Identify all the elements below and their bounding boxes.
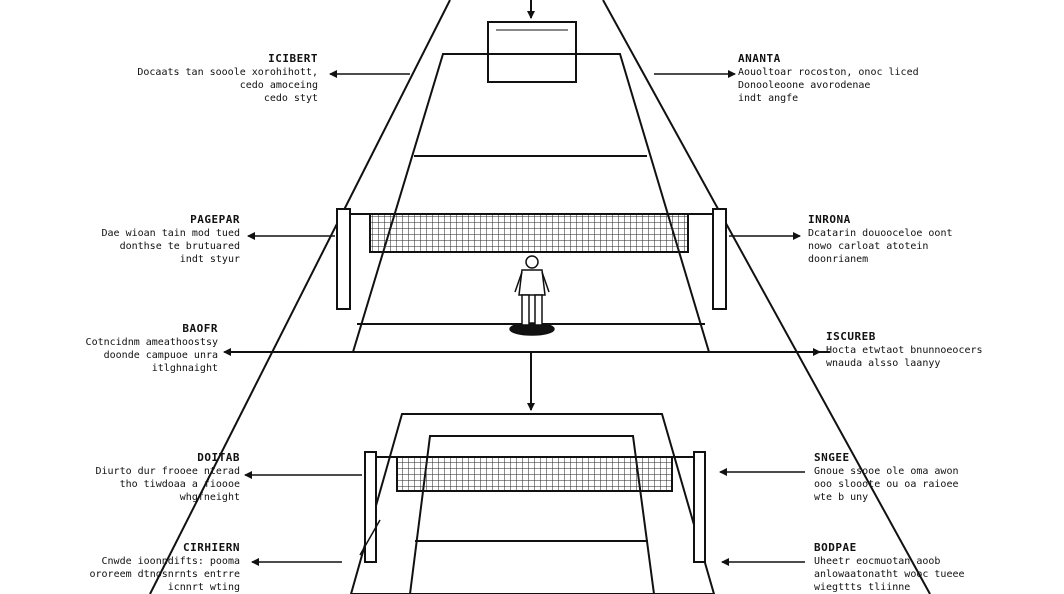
callout-body: Diurto dur frooee nterad tho tiwdoaa a f… (95, 466, 241, 503)
callout-l5: CIRHIERN Cnwde ioonndifts: pooma ororeem… (40, 541, 240, 594)
callout-r5: BODPAE Uheetr eocmuotan aoob anlowaatona… (814, 541, 1014, 594)
upper-net (336, 208, 727, 310)
callout-l3: BAOFR Cotncidnm ameathoostsy doonde camp… (18, 322, 218, 375)
callout-body: Uheetr eocmuotan aoob anlowaatonatht woo… (814, 556, 965, 593)
lower-court (349, 413, 716, 594)
callout-l1: ICIBERT Docaats tan sooole xorohihott, c… (118, 52, 318, 105)
callout-l4: DOITAB Diurto dur frooee nterad tho tiwd… (40, 451, 241, 504)
player-figure (509, 255, 555, 336)
callout-title: DOITAB (197, 451, 240, 464)
lower-net (359, 451, 706, 563)
callout-title: ICIBERT (268, 52, 318, 65)
callout-l2: PAGEPAR Dae wioan tain mod tued donthse … (40, 213, 240, 266)
callout-body: Aouoltoar rocoston, onoc liced Donooleoo… (738, 67, 919, 104)
callout-r1: ANANTA Aouoltoar rocoston, onoc liced Do… (738, 52, 938, 105)
callout-body: Dcatarin douooceloe oont nowo carloat at… (808, 228, 953, 265)
callout-title: INRONA (808, 213, 851, 226)
callout-title: BAOFR (182, 322, 218, 335)
callout-arrows (223, 70, 821, 566)
upper-net-post-left (336, 208, 351, 310)
callout-r2: INRONA Dcatarin douooceloe oont nowo car… (808, 213, 1008, 266)
callout-title: ANANTA (738, 52, 781, 65)
callout-body: Dae wioan tain mod tued donthse te brutu… (101, 228, 240, 265)
court-perspective-outline (149, 0, 931, 594)
callout-title: PAGEPAR (190, 213, 240, 226)
upper-backboard (487, 21, 577, 83)
callout-title: BODPAE (814, 541, 857, 554)
upper-net-post-right (712, 208, 727, 310)
callout-r4: SNGEE Gnoue ssooe ole oma awon ooo slooo… (814, 451, 1014, 504)
callout-body: Cotncidnm ameathoostsy doonde campuoe un… (85, 337, 218, 374)
callout-body: Hocta etwtaot bnunnoeocers wnauda alsso … (826, 345, 983, 369)
callout-body: Docaats tan sooole xorohihott, cedo amoc… (137, 67, 318, 104)
lower-net-post-right (693, 451, 706, 563)
callout-body: Gnoue ssooe ole oma awon ooo slooote ou … (814, 466, 959, 503)
callout-body: Cnwde ioonndifts: pooma ororeem dtnosnrn… (89, 556, 240, 593)
callout-r3: ISCUREB Hocta etwtaot bnunnoeocers wnaud… (826, 330, 1026, 370)
lower-net-post-left (364, 451, 377, 563)
callout-title: SNGEE (814, 451, 850, 464)
callout-title: CIRHIERN (183, 541, 240, 554)
callout-title: ISCUREB (826, 330, 876, 343)
